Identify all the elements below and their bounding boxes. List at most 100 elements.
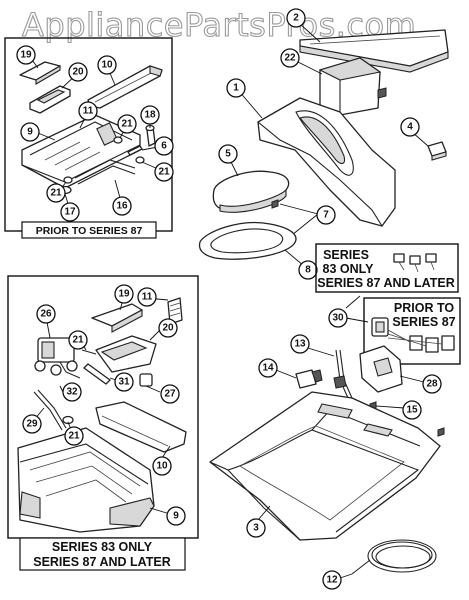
box-series-83-87-right: SERIES 83 ONLY SERIES 87 AND LATER [315,243,459,293]
svg-text:1: 1 [233,83,239,94]
part-18-screw [145,124,156,147]
callout-7: 7 [316,205,336,225]
svg-text:4: 4 [407,122,413,133]
callout-32: 32 [62,382,82,402]
callout-1: 1 [226,78,246,98]
part-9-dispenser-tray-bottom [17,427,171,533]
caption-right-series-87: SERIES 87 [392,315,455,329]
callout-6: 6 [154,136,174,156]
callout-26: 26 [36,304,56,324]
callout-20-bottom: 20 [158,318,178,338]
part-16-tube [74,159,136,185]
callout-5: 5 [218,144,238,164]
part-30-harness-small [393,253,437,273]
svg-text:19: 19 [20,50,32,61]
svg-text:10: 10 [156,461,168,472]
part-22-control-board [297,57,387,116]
box-prior-to-series-87: PRIOR TO SERIES 87 [4,37,173,239]
svg-text:11: 11 [83,106,94,117]
callout-22: 22 [280,48,300,68]
callout-12: 12 [322,570,342,590]
callout-21-top-a: 21 [117,114,137,134]
svg-text:30: 30 [332,313,344,324]
callout-8: 8 [298,260,318,280]
callout-28: 28 [422,374,442,394]
part-14-switch [275,369,323,389]
callout-3: 3 [246,518,266,538]
callout-21-bottom-b: 21 [64,426,84,446]
svg-text:2: 2 [293,13,299,24]
caption-series-87-later: SERIES 87 AND LATER [33,555,171,569]
part-28-bracket [359,345,425,393]
part-6-pin [127,145,143,156]
callout-10-top: 10 [97,55,117,75]
callout-29: 29 [22,414,42,434]
part-1-console-backguard [237,89,396,227]
callout-10-bottom: 10 [152,456,172,476]
callout-16: 16 [112,196,132,216]
callout-11-bottom: 11 [137,287,157,307]
svg-text:15: 15 [406,405,418,416]
svg-text:11: 11 [142,292,153,303]
part-27-cap [139,373,161,393]
callout-19-top: 19 [16,45,36,65]
part-10-hose-bottom [95,401,187,459]
svg-text:14: 14 [262,363,274,374]
caption-right-87-later: SERIES 87 AND LATER [317,276,455,290]
callout-31: 31 [114,372,134,392]
part-19-cover-top [19,61,61,85]
callout-21-bottom-a: 21 [68,330,88,350]
svg-text:20: 20 [72,67,84,78]
svg-text:20: 20 [162,323,174,334]
svg-text:7: 7 [323,210,329,221]
part-12-cord [339,539,437,579]
callout-9-top: 9 [20,122,40,142]
svg-text:10: 10 [101,60,113,71]
svg-text:19: 19 [118,289,130,300]
part-11-bottom [145,297,183,325]
part-26-water-valve [34,321,81,379]
caption-prior-to-series-87: PRIOR TO SERIES 87 [36,225,143,237]
box-prior-to-series-87-right: PRIOR TO SERIES 87 [363,297,461,365]
part-19-bottom [91,299,143,333]
part-4-knob [411,131,447,161]
part-20-bottom [95,329,161,373]
svg-text:17: 17 [64,207,76,218]
callout-4: 4 [400,117,420,137]
callout-2: 2 [286,8,306,28]
svg-text:21: 21 [158,167,170,178]
part-8-lid-frame [198,222,305,267]
part-5-dispenser-lid [212,159,290,213]
callout-17: 17 [60,202,80,222]
svg-text:21: 21 [72,335,84,346]
svg-text:13: 13 [294,339,306,350]
svg-text:29: 29 [26,419,38,430]
svg-text:9: 9 [173,511,179,522]
callout-19-bottom: 19 [114,284,134,304]
svg-text:21: 21 [68,431,80,442]
svg-text:28: 28 [426,379,438,390]
callout-13: 13 [290,334,310,354]
callout-9-bottom: 9 [166,506,186,526]
svg-text:21: 21 [121,119,133,130]
svg-text:12: 12 [326,575,338,586]
svg-text:32: 32 [66,387,78,398]
caption-series-83-only: SERIES 83 ONLY [52,540,153,554]
callout-15: 15 [402,400,422,420]
svg-text:3: 3 [253,523,259,534]
part-20-top [29,85,71,114]
caption-right-83-only: 83 ONLY [323,262,375,276]
callout-14: 14 [258,358,278,378]
part-2-trim-strip [299,23,449,73]
caption-right-prior-to: PRIOR TO [394,301,454,315]
part-30-harness-large [371,317,455,353]
svg-text:6: 6 [161,141,167,152]
callout-21-top-c: 21 [46,183,66,203]
part-13-wire-harness [307,347,353,399]
callout-27: 27 [160,384,180,404]
callout-11-top: 11 [78,101,98,121]
svg-text:9: 9 [27,127,33,138]
svg-text:26: 26 [40,309,52,320]
callout-30: 30 [328,308,348,328]
